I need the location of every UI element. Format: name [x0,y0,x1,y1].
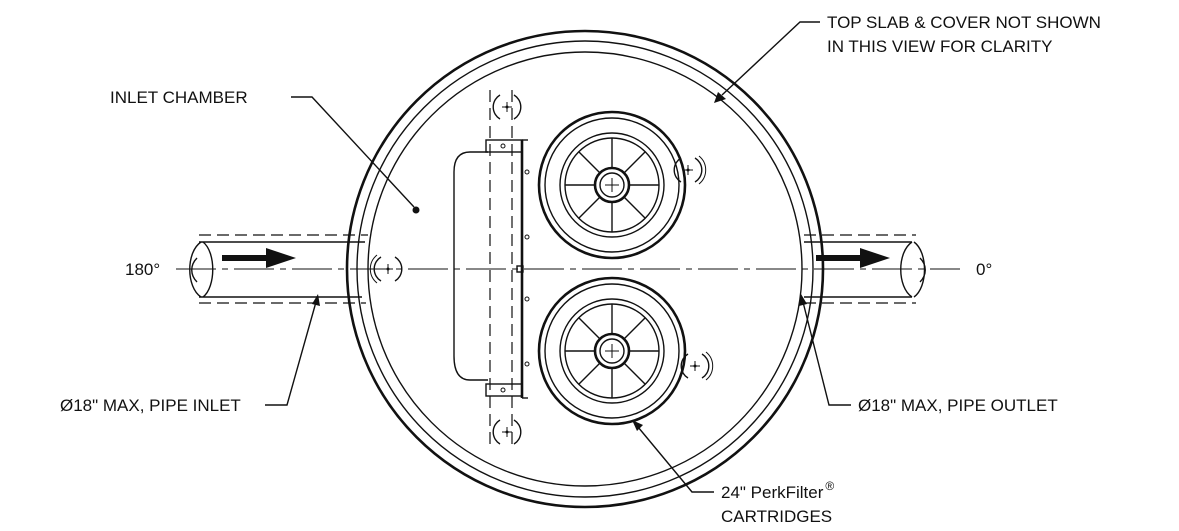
perkfilter-cartridge-upper [537,110,687,260]
top-slab-note-line1: TOP SLAB & COVER NOT SHOWN [827,13,1101,32]
angle-180-label: 180° [125,260,160,279]
cartridge-label-line2: CARTRIDGES [721,507,832,526]
access-step-symbols [369,94,714,445]
pipe-inlet-label: Ø18" MAX, PIPE INLET [60,396,241,415]
registered-mark: ® [825,479,834,493]
inlet-baffle [453,90,530,448]
leader-cartridges [632,420,714,493]
top-slab-note-line2: IN THIS VIEW FOR CLARITY [827,37,1052,56]
cartridge-label-line1: 24" PerkFilter® [721,479,834,502]
inlet-flow-arrow [222,248,296,268]
angle-0-label: 0° [976,260,992,279]
leader-inlet-chamber [291,96,420,214]
leader-pipe-inlet [265,294,320,406]
outlet-flow-arrow [816,248,890,268]
pipe-outlet-label: Ø18" MAX, PIPE OUTLET [858,396,1058,415]
leader-pipe-outlet [799,294,851,406]
inlet-chamber-label: INLET CHAMBER [110,88,248,107]
leader-top-slab [714,21,820,103]
cartridge-name: 24" PerkFilter [721,483,824,502]
perkfilter-cartridge-lower [537,276,687,426]
